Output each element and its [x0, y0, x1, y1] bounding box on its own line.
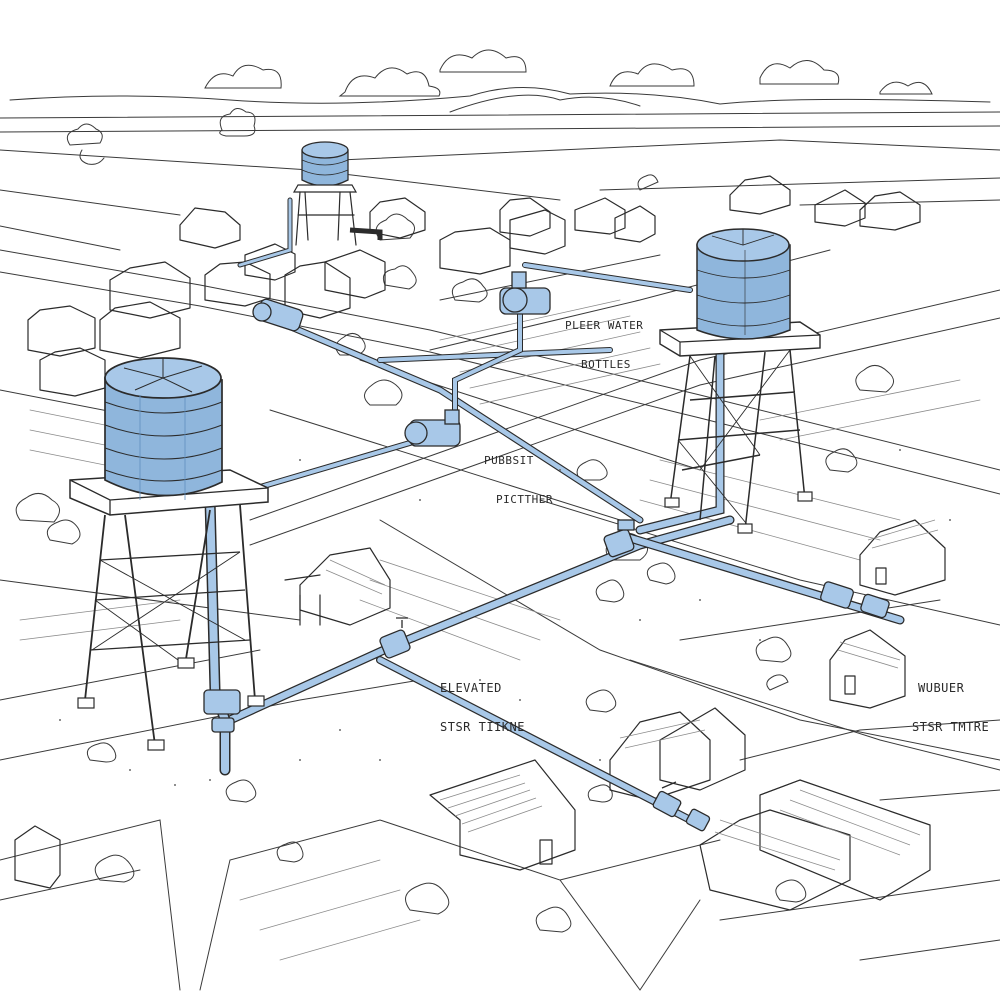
label-line: STSR TIIKNE	[440, 720, 525, 734]
label-line: PUBBSIT	[484, 454, 534, 467]
label-line: PICTTHER	[496, 493, 553, 506]
water-tower-back	[292, 141, 358, 246]
cloud-icon	[204, 49, 933, 97]
house-icon	[14, 175, 946, 911]
water-tower-right	[659, 228, 821, 531]
label-line: WUBUER	[918, 681, 965, 695]
tree-icon	[15, 108, 894, 933]
tower-label-left: ELEVATED STSR TIIKNE	[440, 656, 525, 747]
label-line: STSR TMTRE	[912, 720, 990, 734]
pump-icon	[252, 271, 551, 447]
ground-texture	[59, 449, 951, 786]
pump-label-top: PLEER WATER BOTTLES	[565, 293, 643, 384]
tower-label-right: WUBUER STSR TMTRE	[912, 656, 989, 747]
valve-icon	[203, 519, 890, 832]
label-line: ELEVATED	[440, 681, 502, 695]
water-tower-left	[69, 357, 813, 751]
pump-label-mid: PUBBSIT PICTTHER	[484, 428, 553, 519]
label-line: BOTTLES	[581, 358, 631, 371]
hills	[9, 86, 991, 113]
label-line: PLEER WATER	[565, 319, 644, 332]
field-grid	[0, 111, 1000, 991]
roof-hatching	[325, 519, 939, 871]
